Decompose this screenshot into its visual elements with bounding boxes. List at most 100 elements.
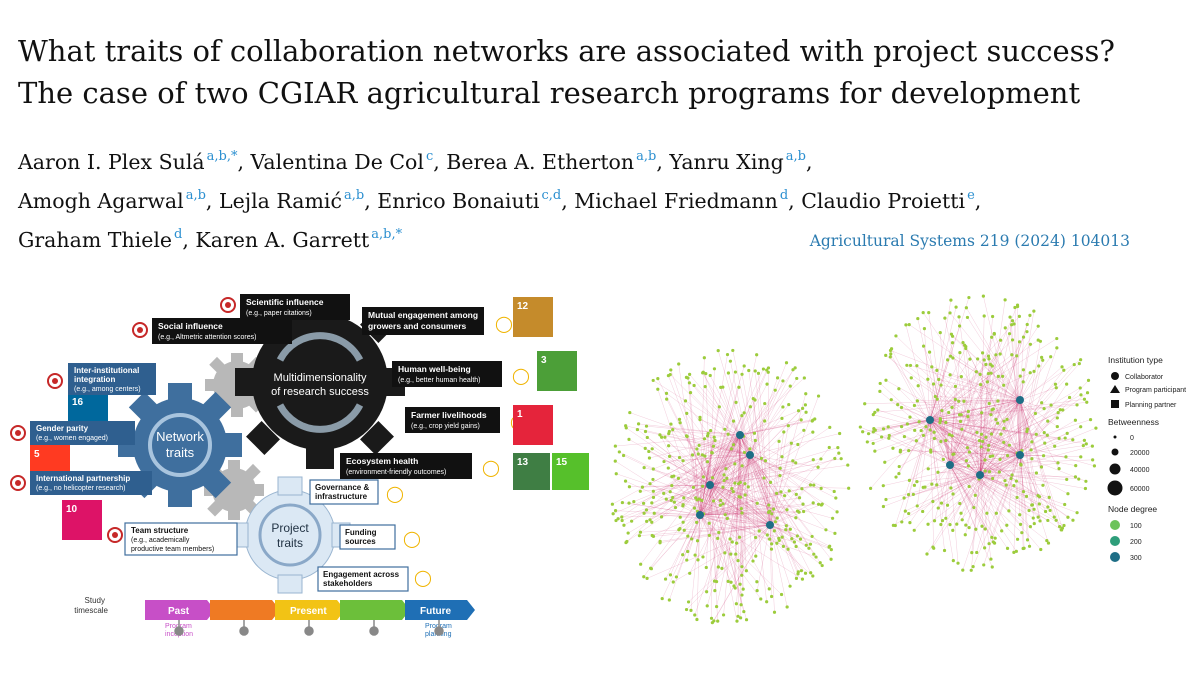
author-affiliation[interactable]: e [967, 188, 975, 203]
network-edge [929, 419, 954, 561]
network-node [1021, 335, 1026, 339]
network-node [912, 403, 917, 408]
network-edge [712, 434, 741, 478]
target-icon [10, 425, 26, 441]
network-node [691, 485, 696, 489]
network-node [881, 504, 886, 509]
author-affiliation[interactable]: c,d [541, 188, 562, 203]
network-node [784, 361, 789, 365]
network-node [748, 405, 753, 409]
network-edge [947, 399, 1021, 506]
network-edge [1019, 341, 1041, 456]
network-edge [709, 484, 712, 619]
network-node [937, 377, 941, 382]
network-node [1000, 529, 1004, 533]
network-node [696, 452, 700, 456]
network-edge [748, 486, 771, 526]
network-node [889, 398, 893, 402]
network-node [1003, 298, 1007, 302]
network-node [947, 410, 951, 415]
network-edge [709, 420, 765, 486]
network-edge [699, 488, 802, 516]
network-node [1012, 550, 1016, 554]
svg-text:20000: 20000 [1130, 450, 1150, 457]
network-edge [999, 454, 1021, 473]
network-node [734, 602, 738, 606]
svg-text:Institution type: Institution type [1108, 355, 1163, 365]
network-edge [669, 484, 711, 601]
network-node [989, 413, 993, 417]
network-edge [699, 406, 751, 516]
trait-engagement: Engagement across stakeholders ◯ [317, 566, 432, 592]
network-node [672, 500, 676, 504]
network-edge [877, 409, 1021, 456]
network-node [846, 463, 850, 467]
network-node [921, 433, 926, 438]
network-node [1028, 371, 1032, 375]
author-affiliation[interactable]: a,b [785, 149, 806, 164]
author-affiliation[interactable]: c [425, 149, 434, 164]
network-edge [979, 420, 1076, 476]
network-node [686, 534, 690, 538]
svg-text:Future: Future [420, 606, 452, 617]
author-affiliation[interactable]: a,b [185, 188, 206, 203]
network-edge [883, 454, 1021, 486]
network-edge [709, 367, 796, 486]
network-edge [769, 447, 830, 526]
network-edge [668, 433, 751, 456]
journal-citation[interactable]: Agricultural Systems 219 (2024) 104013 [809, 232, 1130, 250]
network-node [755, 580, 759, 584]
sdg-tile-10 [62, 500, 102, 540]
author-affiliation[interactable]: d [779, 188, 789, 203]
network-node [1047, 495, 1051, 499]
network-node [659, 515, 664, 519]
network-node [888, 355, 892, 359]
network-edge [929, 419, 1021, 525]
network-edge [685, 400, 771, 526]
network-node [746, 485, 750, 489]
network-edge [699, 434, 729, 516]
network-node [828, 544, 832, 548]
network-node [666, 373, 671, 378]
network-edge [706, 484, 711, 568]
network-edge [929, 354, 1012, 421]
network-node [738, 480, 742, 484]
author-affiliation[interactable]: d [174, 227, 183, 242]
author-affiliation[interactable]: a,b [636, 149, 657, 164]
network-edge [703, 372, 771, 526]
network-node [780, 535, 784, 539]
network-edge [679, 457, 771, 526]
network-node [1032, 309, 1036, 313]
network-node [951, 559, 955, 563]
network-edge [710, 375, 751, 456]
network-edge [660, 524, 771, 542]
network-node [710, 476, 715, 480]
lightbulb-icon: ◯ [512, 368, 530, 385]
network-node [638, 530, 643, 534]
network-node [773, 388, 777, 392]
network-edge [749, 454, 815, 555]
network-node [802, 428, 806, 432]
network-node [785, 508, 789, 512]
network-edge [644, 467, 711, 486]
network-node [794, 492, 798, 497]
network-node [643, 429, 648, 434]
network-edge [699, 482, 741, 516]
network-node [950, 334, 955, 338]
author-affiliation[interactable]: a,b,* [206, 149, 238, 164]
network-edge [1019, 399, 1041, 521]
network-edge [895, 419, 931, 526]
network-node [1021, 490, 1026, 494]
network-edge [1011, 324, 1021, 456]
network-edge [899, 399, 1021, 467]
author-affiliation[interactable]: a,b [343, 188, 365, 203]
network-node [902, 434, 907, 439]
network-edge [926, 399, 1021, 555]
network-edge [1019, 399, 1063, 529]
network-node [1012, 484, 1016, 488]
network-edge [950, 374, 1021, 401]
network-edge [678, 478, 711, 486]
author-affiliation[interactable]: a,b,* [371, 227, 403, 242]
network-edge [697, 514, 701, 560]
network-edge [709, 484, 778, 544]
